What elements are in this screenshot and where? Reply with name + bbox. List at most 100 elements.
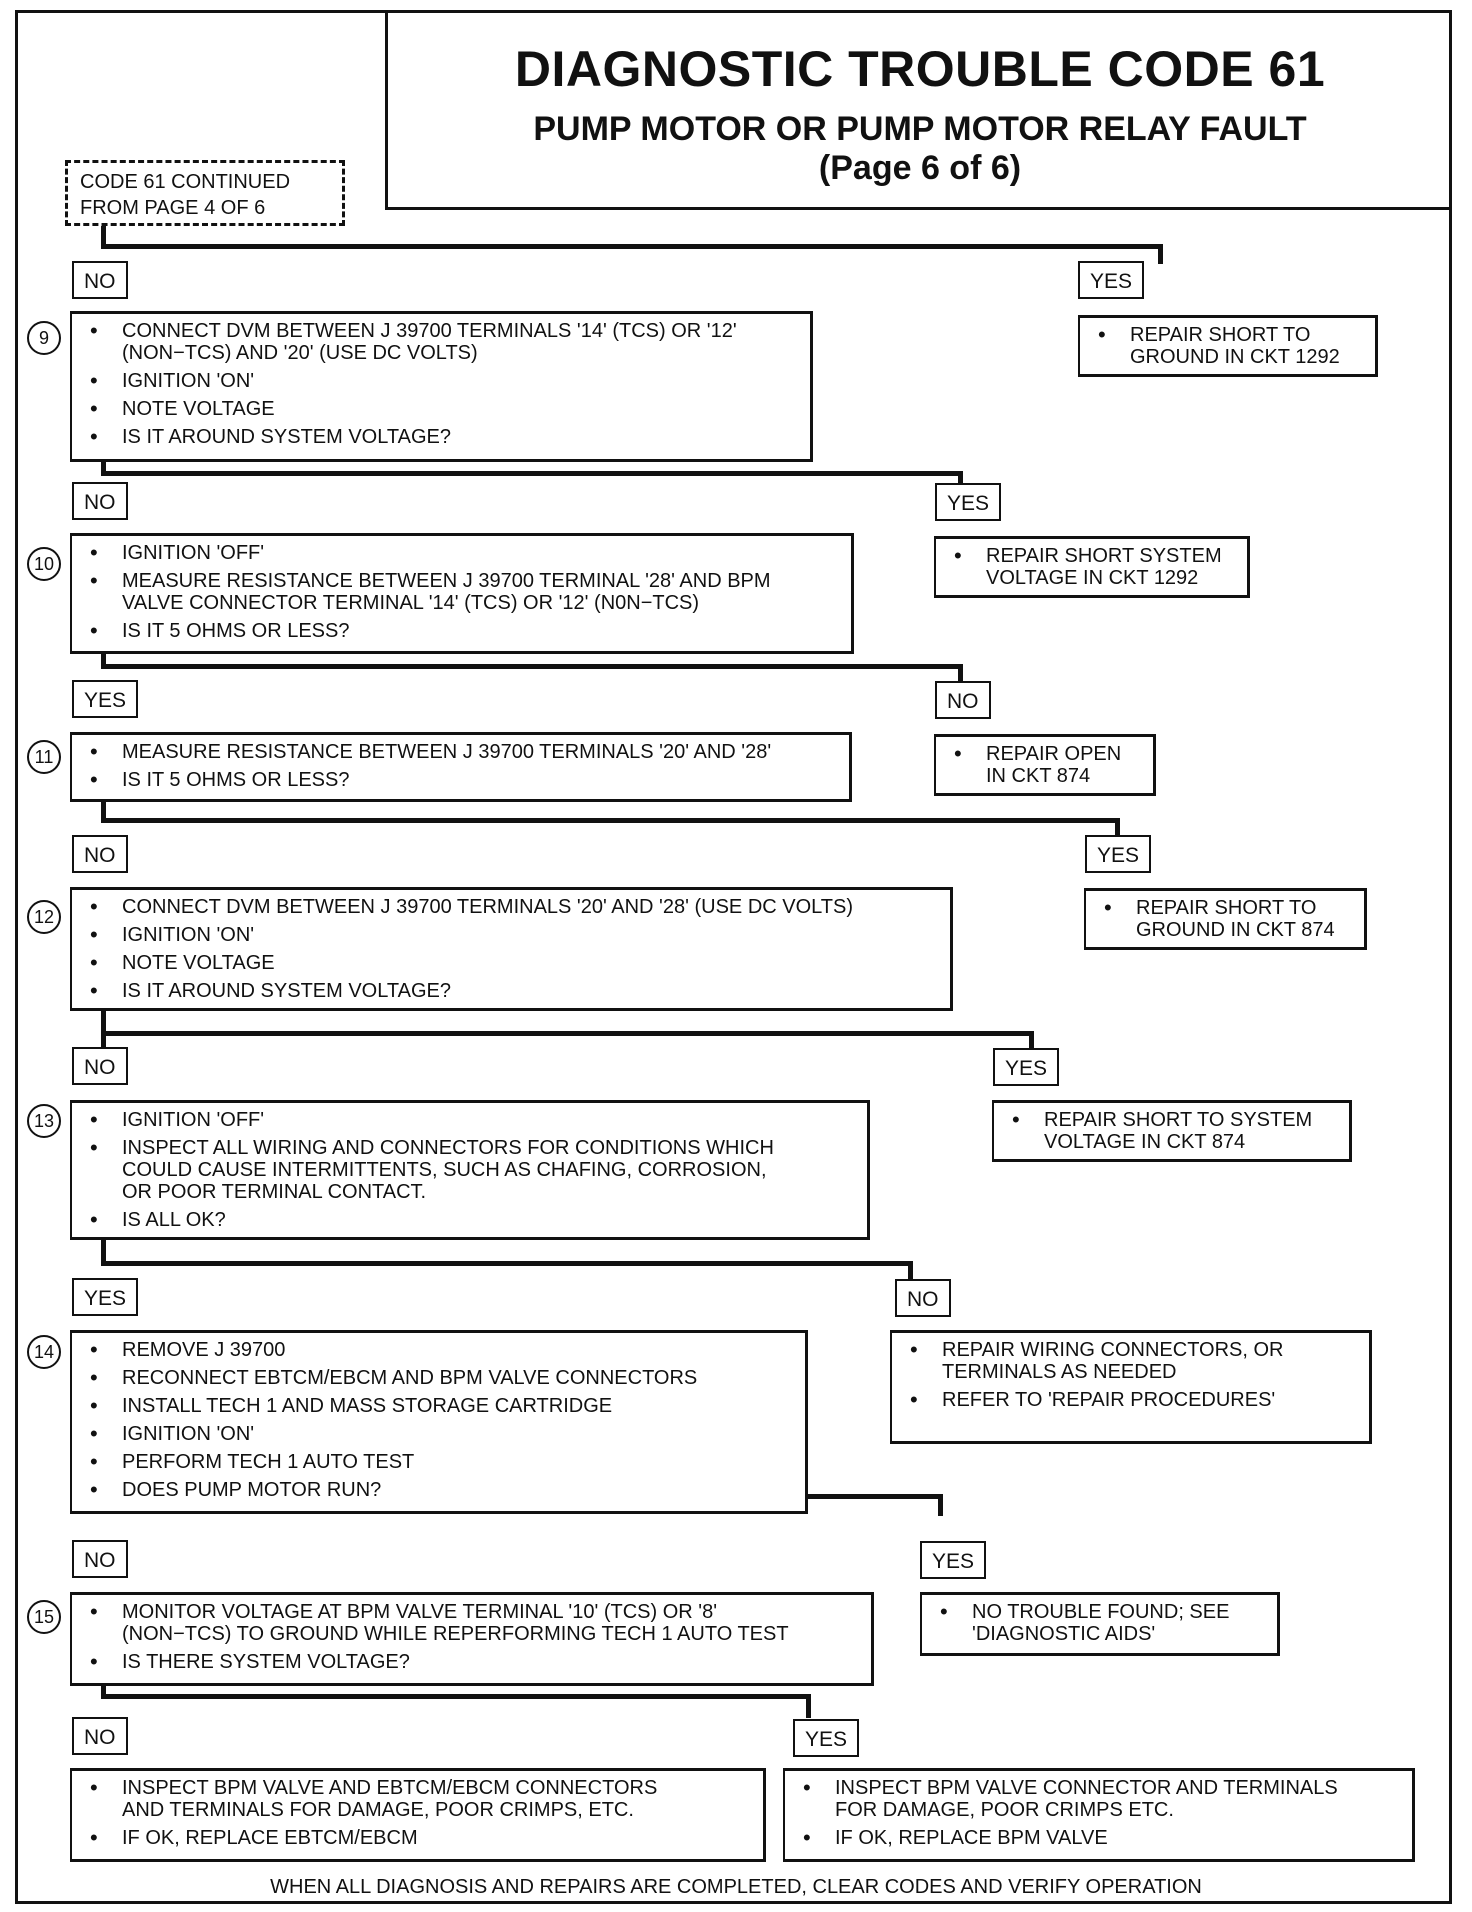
connector (101, 651, 106, 669)
connector (938, 1494, 943, 1516)
list-item: MEASURE RESISTANCE BETWEEN J 39700 TERMI… (84, 741, 839, 763)
page-frame (15, 10, 1452, 1904)
step-9-box: CONNECT DVM BETWEEN J 39700 TERMINALS '1… (70, 311, 813, 462)
branch-label-yes: YES (1085, 835, 1152, 873)
connector (1029, 1031, 1034, 1051)
page-subtitle: PUMP MOTOR OR PUMP MOTOR RELAY FAULT (533, 110, 1307, 148)
branch-label-yes: YES (935, 483, 1002, 521)
step-10-result-box: REPAIR SHORT SYSTEM VOLTAGE IN CKT 1292 (934, 536, 1250, 598)
branch-label-no: NO (72, 1717, 128, 1755)
branch-label-no: NO (72, 835, 128, 873)
step-15-box: MONITOR VOLTAGE AT BPM VALVE TERMINAL '1… (70, 1592, 874, 1686)
list-item: IF OK, REPLACE EBTCM/EBCM (84, 1827, 753, 1849)
branch-label-yes: YES (793, 1719, 860, 1757)
connector (101, 471, 963, 476)
step-9-result-box: REPAIR SHORT TO GROUND IN CKT 1292 (1078, 315, 1378, 377)
list-item: IS IT AROUND SYSTEM VOLTAGE? (84, 426, 800, 448)
list-item: IS THERE SYSTEM VOLTAGE? (84, 1651, 861, 1673)
step-15-result-box: NO TROUBLE FOUND; SEE 'DIAGNOSTIC AIDS' (920, 1592, 1280, 1656)
connector (958, 471, 963, 487)
list-item: REMOVE J 39700 (84, 1339, 795, 1361)
list-item: REPAIR SHORT SYSTEM VOLTAGE IN CKT 1292 (948, 545, 1237, 589)
list-item: IGNITION 'ON' (84, 370, 800, 392)
page-title: DIAGNOSTIC TROUBLE CODE 61 (514, 41, 1326, 97)
footer-note: WHEN ALL DIAGNOSIS AND REPAIRS ARE COMPL… (270, 1876, 1202, 1898)
list-item: IGNITION 'ON' (84, 924, 940, 946)
list-item: REPAIR SHORT TO GROUND IN CKT 874 (1098, 897, 1354, 941)
step-number: 9 (27, 321, 61, 355)
list-item: REPAIR SHORT TO GROUND IN CKT 1292 (1092, 324, 1365, 368)
list-item: IGNITION 'OFF' (84, 542, 841, 564)
step-number: 12 (27, 900, 61, 934)
connector (806, 1694, 811, 1718)
branch-label-no: NO (72, 261, 128, 299)
branch-label-yes: YES (1078, 261, 1145, 299)
final-no-box: INSPECT BPM VALVE AND EBTCM/EBCM CONNECT… (70, 1768, 766, 1862)
list-item: IS IT 5 OHMS OR LESS? (84, 620, 841, 642)
final-yes-box: INSPECT BPM VALVE CONNECTOR AND TERMINAL… (783, 1768, 1415, 1862)
list-item: CONNECT DVM BETWEEN J 39700 TERMINALS '1… (84, 320, 800, 364)
list-item: MONITOR VOLTAGE AT BPM VALVE TERMINAL '1… (84, 1601, 861, 1645)
step-14-box: REMOVE J 39700 RECONNECT EBTCM/EBCM AND … (70, 1330, 808, 1514)
connector (958, 664, 963, 682)
list-item: IS IT AROUND SYSTEM VOLTAGE? (84, 980, 940, 1002)
branch-label-no: NO (72, 1047, 128, 1085)
list-item: RECONNECT EBTCM/EBCM AND BPM VALVE CONNE… (84, 1367, 795, 1389)
list-item: MEASURE RESISTANCE BETWEEN J 39700 TERMI… (84, 570, 841, 614)
step-number: 15 (27, 1600, 61, 1634)
branch-label-no: NO (895, 1279, 951, 1317)
list-item: NOTE VOLTAGE (84, 952, 940, 974)
list-item: CONNECT DVM BETWEEN J 39700 TERMINALS '2… (84, 896, 940, 918)
list-item: DOES PUMP MOTOR RUN? (84, 1479, 795, 1501)
step-11-box: MEASURE RESISTANCE BETWEEN J 39700 TERMI… (70, 732, 852, 802)
list-item: IGNITION 'OFF' (84, 1109, 857, 1131)
branch-label-yes: YES (993, 1048, 1060, 1086)
connector (101, 1238, 106, 1266)
list-item: INSPECT BPM VALVE AND EBTCM/EBCM CONNECT… (84, 1777, 753, 1821)
connector (101, 1261, 913, 1266)
list-item: PERFORM TECH 1 AUTO TEST (84, 1451, 795, 1473)
step-number: 10 (27, 547, 61, 581)
step-14-result-box: REPAIR WIRING CONNECTORS, OR TERMINALS A… (890, 1330, 1372, 1444)
list-item: NOTE VOLTAGE (84, 398, 800, 420)
step-12-result-box: REPAIR SHORT TO GROUND IN CKT 874 (1084, 888, 1367, 950)
step-13-result-box: REPAIR SHORT TO SYSTEM VOLTAGE IN CKT 87… (992, 1100, 1352, 1162)
list-item: IS IT 5 OHMS OR LESS? (84, 769, 839, 791)
step-number: 11 (27, 740, 61, 774)
connector (101, 799, 106, 823)
page-number: (Page 6 of 6) (818, 149, 1022, 187)
list-item: IGNITION 'ON' (84, 1423, 795, 1445)
list-item: REPAIR OPEN IN CKT 874 (948, 743, 1143, 787)
step-number: 14 (27, 1335, 61, 1369)
branch-label-no: NO (72, 482, 128, 520)
list-item: INSPECT BPM VALVE CONNECTOR AND TERMINAL… (797, 1777, 1402, 1821)
list-item: IS ALL OK? (84, 1209, 857, 1231)
step-number: 13 (27, 1104, 61, 1138)
step-12-box: CONNECT DVM BETWEEN J 39700 TERMINALS '2… (70, 887, 953, 1011)
list-item: INSPECT ALL WIRING AND CONNECTORS FOR CO… (84, 1137, 857, 1203)
list-item: NO TROUBLE FOUND; SEE 'DIAGNOSTIC AIDS' (934, 1601, 1267, 1645)
step-11-result-box: REPAIR OPEN IN CKT 874 (934, 734, 1156, 796)
connector (101, 1694, 811, 1699)
list-item: REPAIR SHORT TO SYSTEM VOLTAGE IN CKT 87… (1006, 1109, 1339, 1153)
list-item: REPAIR WIRING CONNECTORS, OR TERMINALS A… (904, 1339, 1359, 1383)
branch-label-no: NO (72, 1540, 128, 1578)
list-item: REFER TO 'REPAIR PROCEDURES' (904, 1389, 1359, 1411)
connector (101, 818, 1120, 823)
connector (1158, 244, 1163, 264)
connector (101, 664, 963, 669)
branch-label-yes: YES (72, 680, 139, 718)
connector (101, 460, 106, 476)
list-item: IF OK, REPLACE BPM VALVE (797, 1827, 1402, 1849)
step-10-box: IGNITION 'OFF' MEASURE RESISTANCE BETWEE… (70, 533, 854, 654)
list-item: INSTALL TECH 1 AND MASS STORAGE CARTRIDG… (84, 1395, 795, 1417)
title-block: DIAGNOSTIC TROUBLE CODE 61 PUMP MOTOR OR… (385, 10, 1452, 210)
step-13-box: IGNITION 'OFF' INSPECT ALL WIRING AND CO… (70, 1100, 870, 1240)
branch-label-yes: YES (920, 1541, 987, 1579)
connector (908, 1261, 913, 1281)
branch-label-no: NO (935, 681, 991, 719)
continued-from-box: CODE 61 CONTINUED FROM PAGE 4 OF 6 (65, 160, 345, 226)
connector (101, 1031, 1033, 1036)
connector (101, 1008, 106, 1048)
connector (101, 244, 1161, 249)
